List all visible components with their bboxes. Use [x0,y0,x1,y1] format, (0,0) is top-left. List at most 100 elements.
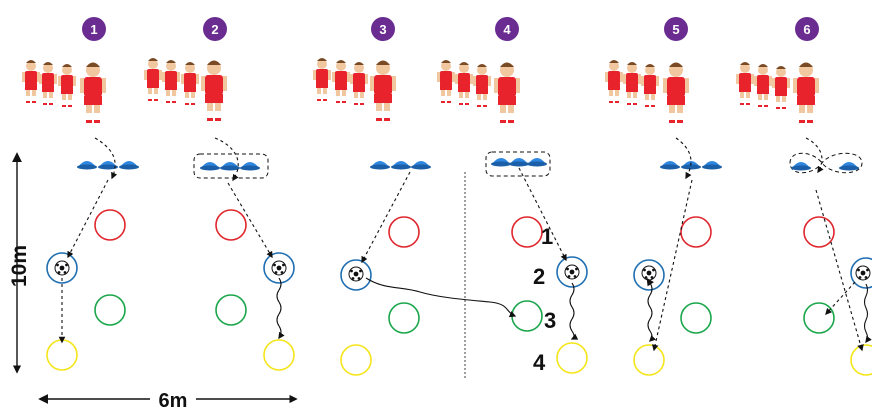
cone-icon [240,162,260,171]
player-icon [473,64,491,107]
rings [46,209,872,376]
player-icon [494,62,520,123]
station-badge-4: 4 [495,17,519,41]
station-number-6: 6 [803,22,810,37]
height-label: 10m [8,245,31,287]
width-label: 6m [159,390,188,407]
player-icon [39,62,57,105]
player-icon [350,62,368,105]
cones-6 [789,152,863,174]
step-label-3: 3 [544,308,556,333]
player-queue-2 [144,58,227,121]
cone-icon [509,158,529,167]
player-icon [754,64,772,107]
player-icon [201,60,227,121]
cone-icon [391,161,411,170]
cone-icon [491,158,511,167]
cones-1 [77,161,139,170]
player-icon [663,62,689,123]
red-ring [94,209,126,241]
station-number-3: 3 [379,22,386,37]
player-queue-6 [736,62,819,123]
cone-icon [839,162,859,171]
cone-icon [200,162,220,171]
player-icon [332,60,350,103]
cones-2 [193,153,269,179]
cone-icon [370,161,390,170]
red-ring [388,216,420,248]
blue-ring [263,252,295,284]
player-icon [22,60,40,103]
height-dimension: 10m [8,152,31,374]
blue-ring [340,259,372,291]
player-icon [144,58,162,101]
cone-icon [119,161,139,170]
player-queue-5 [605,60,689,123]
blue-ring [850,257,872,289]
width-dimension: 6m [38,390,298,407]
player-icon [623,62,641,105]
cone-icon [702,161,722,170]
blue-ring [556,256,588,288]
ball-icon [271,260,287,276]
yellow-ring [46,339,78,371]
cones-4 [485,151,551,177]
green-ring [94,294,126,326]
player-icon [370,60,396,121]
green-ring [680,302,712,334]
player-icon [605,60,623,103]
cone-icon [660,161,680,170]
yellow-ring [850,344,872,376]
player-icon [58,64,76,107]
station-badge-2: 2 [203,17,227,41]
red-ring [680,216,712,248]
player-icon [641,64,659,107]
player-icon [162,60,180,103]
yellow-ring [633,344,665,376]
player-icon [736,62,754,105]
station-number-1: 1 [90,22,97,37]
station-number-2: 2 [211,22,218,37]
ball-icon [54,260,70,276]
yellow-ring [340,344,372,376]
step-label-2: 2 [533,264,545,289]
cone-icon [220,162,240,171]
player-queue-3 [313,58,396,121]
player-icon [437,60,455,103]
blue-ring [46,252,78,284]
yellow-ring [263,339,295,371]
cones-3 [370,161,431,170]
movement-paths [58,137,872,352]
station-number-5: 5 [672,22,679,37]
cone-icon [527,158,547,167]
ball-icon [564,264,580,280]
player-icon [313,58,331,101]
station-badge-1: 1 [82,17,106,41]
player-icon [455,62,473,105]
player-icon [772,66,790,109]
player-queue-4 [437,60,520,123]
station-badge-6: 6 [795,17,819,41]
cone-icon [791,162,811,171]
cone-icon [411,161,431,170]
yellow-ring [556,342,588,374]
player-queue-1 [22,60,106,123]
red-ring [803,216,835,248]
player-icon [181,62,199,105]
green-ring [388,302,420,334]
ball-icon [855,265,871,281]
player-icon [793,62,819,123]
step-label-1: 1 [541,224,553,249]
green-ring [803,302,835,334]
step-label-4: 4 [533,350,546,375]
station-badge-3: 3 [371,17,395,41]
red-ring [511,216,543,248]
green-ring [511,300,543,332]
ball-icon [641,265,657,281]
station-number-4: 4 [503,22,511,37]
red-ring [215,209,247,241]
player-icon [80,62,106,123]
station-badge-5: 5 [664,17,688,41]
cone-icon [77,161,97,170]
